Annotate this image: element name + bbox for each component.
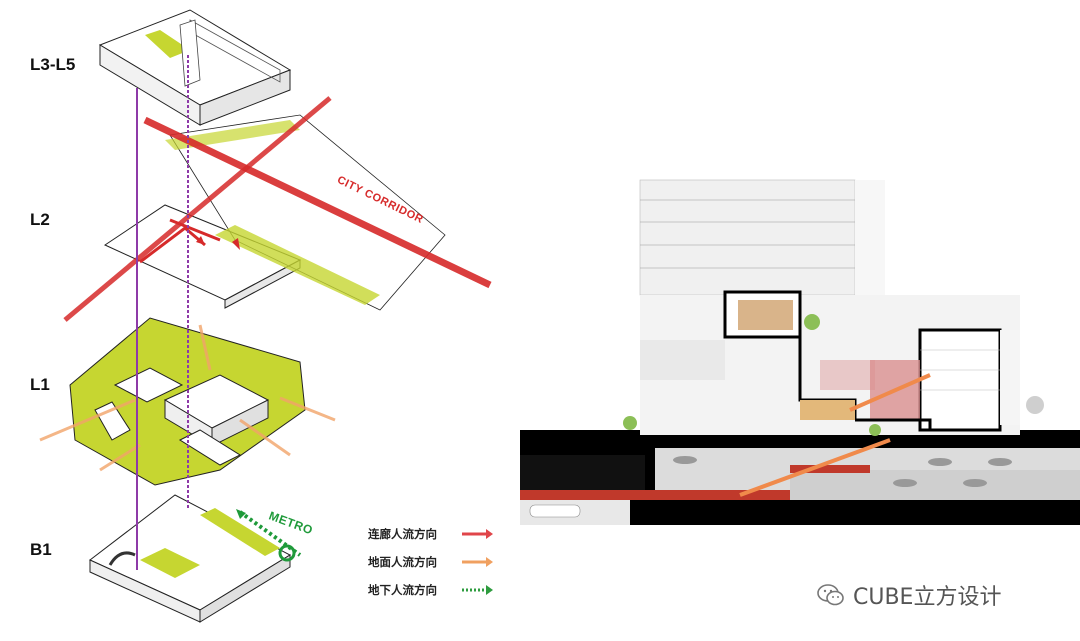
orange-arrow-icon xyxy=(462,557,493,567)
green-dotted-arrow-icon xyxy=(462,585,493,595)
level-label-b1: B1 xyxy=(30,540,52,559)
watermark-text: CUBE立方设计 xyxy=(853,585,1002,610)
legend-item-ground-flow: 地面人流方向 xyxy=(368,548,508,576)
legend-label-corridor: 连廊人流方向 xyxy=(368,527,437,541)
red-arrow-icon xyxy=(462,529,493,539)
legend-label-ground: 地面人流方向 xyxy=(368,555,437,569)
watermark: CUBE立方设计 xyxy=(815,578,1001,612)
level-b1-block xyxy=(89,494,302,623)
legend-item-corridor-flow: 连廊人流方向 xyxy=(368,520,508,548)
level-label-l1: L1 xyxy=(30,375,50,394)
legend-label-underground: 地下人流方向 xyxy=(368,583,437,597)
wechat-icon xyxy=(817,584,844,606)
level-label-l3-l5: L3-L5 xyxy=(30,55,76,74)
flow-legend: 连廊人流方向 地面人流方向 地下人流方向 xyxy=(368,520,508,604)
underground-base xyxy=(520,430,1080,525)
legend-item-underground-flow: 地下人流方向 xyxy=(368,576,508,604)
tower-upper-floors xyxy=(639,179,856,296)
level-l3-l5-block xyxy=(98,9,292,126)
exploded-axonometric-diagram xyxy=(39,9,492,623)
level-l2-block xyxy=(63,96,492,322)
level-label-l2: L2 xyxy=(30,210,50,229)
